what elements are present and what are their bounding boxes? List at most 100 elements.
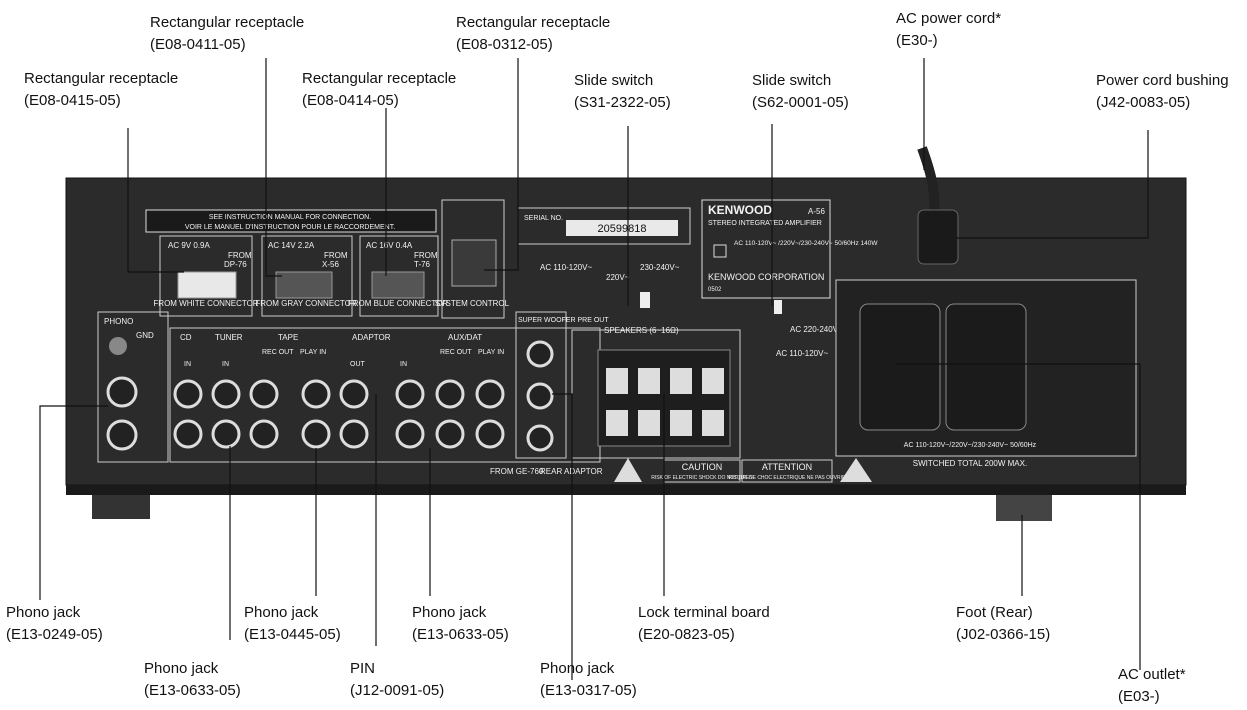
callout-lock-terminal-board: Lock terminal board (E20-0823-05) <box>638 602 770 646</box>
brand-desc: STEREO INTEGRATED AMPLIFIER <box>708 220 822 227</box>
receptacle-from-blue: FROM <box>414 251 438 260</box>
callout-name: Phono jack <box>144 660 219 677</box>
phono-jack-r[interactable] <box>106 419 138 451</box>
phono-jack[interactable] <box>211 379 241 409</box>
receptacle-rating-blue: AC 16V 0.4A <box>366 241 413 250</box>
phono-jack[interactable] <box>301 419 331 449</box>
caution-strip: CAUTION RISK OF ELECTRIC SHOCK DO NOT OP… <box>614 458 872 483</box>
ac-outlet-socket[interactable] <box>859 303 941 431</box>
from-ge-label: FROM GE-760 <box>490 467 544 476</box>
callout-name: Lock terminal board <box>638 604 770 621</box>
speaker-terminal[interactable] <box>638 368 660 394</box>
slide-switch-2[interactable] <box>774 300 782 314</box>
jack-row-top <box>173 379 505 409</box>
phono-jack[interactable] <box>249 379 279 409</box>
power-cord-bushing[interactable] <box>917 209 959 265</box>
receptacle-connector-blue: FROM BLUE CONNECTOR <box>348 299 449 308</box>
callout-ac-outlet: AC outlet* (E03-) <box>1118 664 1186 708</box>
callout-part: (E13-0633-05) <box>144 682 241 699</box>
phono-jack[interactable] <box>395 379 425 409</box>
callout-name: Phono jack <box>244 604 319 621</box>
speaker-terminal[interactable] <box>670 410 692 436</box>
phono-jack[interactable] <box>435 379 465 409</box>
speaker-terminal[interactable] <box>606 410 628 436</box>
callout-phono-jack-0445: Phono jack (E13-0445-05) <box>244 602 341 646</box>
callout-name: Power cord bushing <box>1096 72 1229 89</box>
phono-label: PHONO <box>104 317 133 326</box>
callout-pin: PIN (J12-0091-05) <box>350 658 444 702</box>
rear-adaptor-jack-in[interactable] <box>526 382 554 410</box>
brand-code: 0502 <box>708 287 722 293</box>
brand-ratings: AC 110-120V~ /220V~/230-240V~ 50/60Hz 14… <box>734 240 878 247</box>
brand-model: A-56 <box>808 207 825 216</box>
ac-outlet-socket[interactable] <box>945 303 1027 431</box>
callout-rect-receptacle-0414: Rectangular receptacle (E08-0414-05) <box>302 68 456 112</box>
phono-jack[interactable] <box>475 419 505 449</box>
callout-part: (E13-0445-05) <box>244 626 341 643</box>
phono-jack[interactable] <box>301 379 331 409</box>
callout-slide-switch-s62: Slide switch (S62-0001-05) <box>752 70 849 114</box>
white-receptacle[interactable] <box>177 271 237 299</box>
callout-name: Phono jack <box>412 604 487 621</box>
phono-jack[interactable] <box>435 419 465 449</box>
phono-section: PHONO GND <box>97 311 169 463</box>
brand-corp: KENWOOD CORPORATION <box>708 272 824 282</box>
attention-label: ATTENTION <box>762 462 812 472</box>
io-label-tuner-in: IN <box>222 361 229 368</box>
woofer-jack[interactable] <box>526 340 554 368</box>
phono-jack[interactable] <box>249 419 279 449</box>
speaker-terminal[interactable] <box>670 368 692 394</box>
section-cd: CD <box>180 333 192 342</box>
rear-adaptor-label: REAR ADAPTOR <box>540 467 603 476</box>
callout-part: (E13-0317-05) <box>540 682 637 699</box>
phono-jack-l[interactable] <box>106 376 138 408</box>
speaker-terminals <box>606 368 724 436</box>
callout-part: (S62-0001-05) <box>752 94 849 111</box>
io-label-cd-in: IN <box>184 361 191 368</box>
receptacle-connector-gray: FROM GRAY CONNECTOR <box>255 299 357 308</box>
phono-jack[interactable] <box>339 379 369 409</box>
phono-jack[interactable] <box>173 419 203 449</box>
callout-name: Rectangular receptacle <box>24 70 179 87</box>
gnd-screw[interactable] <box>109 337 127 355</box>
section-tuner: TUNER <box>215 333 243 342</box>
switch2-label-110: AC 110-120V~ <box>776 349 828 358</box>
callout-part: (E20-0823-05) <box>638 626 735 643</box>
callout-name: Slide switch <box>574 72 654 89</box>
brand-name: KENWOOD <box>708 203 772 217</box>
speaker-terminal[interactable] <box>702 368 724 394</box>
receptacle-connector-white: FROM WHITE CONNECTOR <box>153 299 258 308</box>
system-control-receptacle[interactable] <box>451 239 497 287</box>
phono-jack[interactable] <box>475 379 505 409</box>
callout-name: Phono jack <box>6 604 81 621</box>
speaker-terminal[interactable] <box>702 410 724 436</box>
section-tape: TAPE <box>278 333 298 342</box>
callout-part: (S31-2322-05) <box>574 94 671 111</box>
phono-jack[interactable] <box>173 379 203 409</box>
phono-jack[interactable] <box>395 419 425 449</box>
callout-rect-receptacle-0415: Rectangular receptacle (E08-0415-05) <box>24 68 178 112</box>
io-label-adaptor-in: IN <box>400 361 407 368</box>
voltage-label-110: AC 110-120V~ <box>540 263 592 272</box>
gray-receptacle[interactable] <box>275 271 333 299</box>
leader-lines <box>39 58 1149 680</box>
rear-adaptor-jack-out[interactable] <box>526 424 554 452</box>
input-sections: CD TUNER TAPE ADAPTOR AUX/DAT IN IN REC … <box>169 327 601 463</box>
callout-ac-power-cord: AC power cord* (E30-) <box>896 8 1001 52</box>
section-adaptor: ADAPTOR <box>352 333 391 342</box>
receptacle-from-gray: FROM <box>324 251 348 260</box>
blue-receptacle[interactable] <box>371 271 425 299</box>
phono-jack[interactable] <box>339 419 369 449</box>
instruction-line2: VOIR LE MANUEL D'INSTRUCTION POUR LE RAC… <box>185 224 395 231</box>
section-aux-dat: AUX/DAT <box>448 333 482 342</box>
phono-jack[interactable] <box>211 419 241 449</box>
voltage-slide-switch[interactable] <box>640 292 650 308</box>
super-woofer-section: SUPER WOOFER PRE OUT FROM GE-760 REAR AD… <box>490 311 609 476</box>
speaker-terminal[interactable] <box>606 368 628 394</box>
speaker-terminal[interactable] <box>638 410 660 436</box>
serial-sticker <box>566 220 678 236</box>
receptacle-rating-white: AC 9V 0.9A <box>168 241 210 250</box>
foot-left <box>92 495 150 519</box>
callout-slide-switch-s31: Slide switch (S31-2322-05) <box>574 70 671 114</box>
